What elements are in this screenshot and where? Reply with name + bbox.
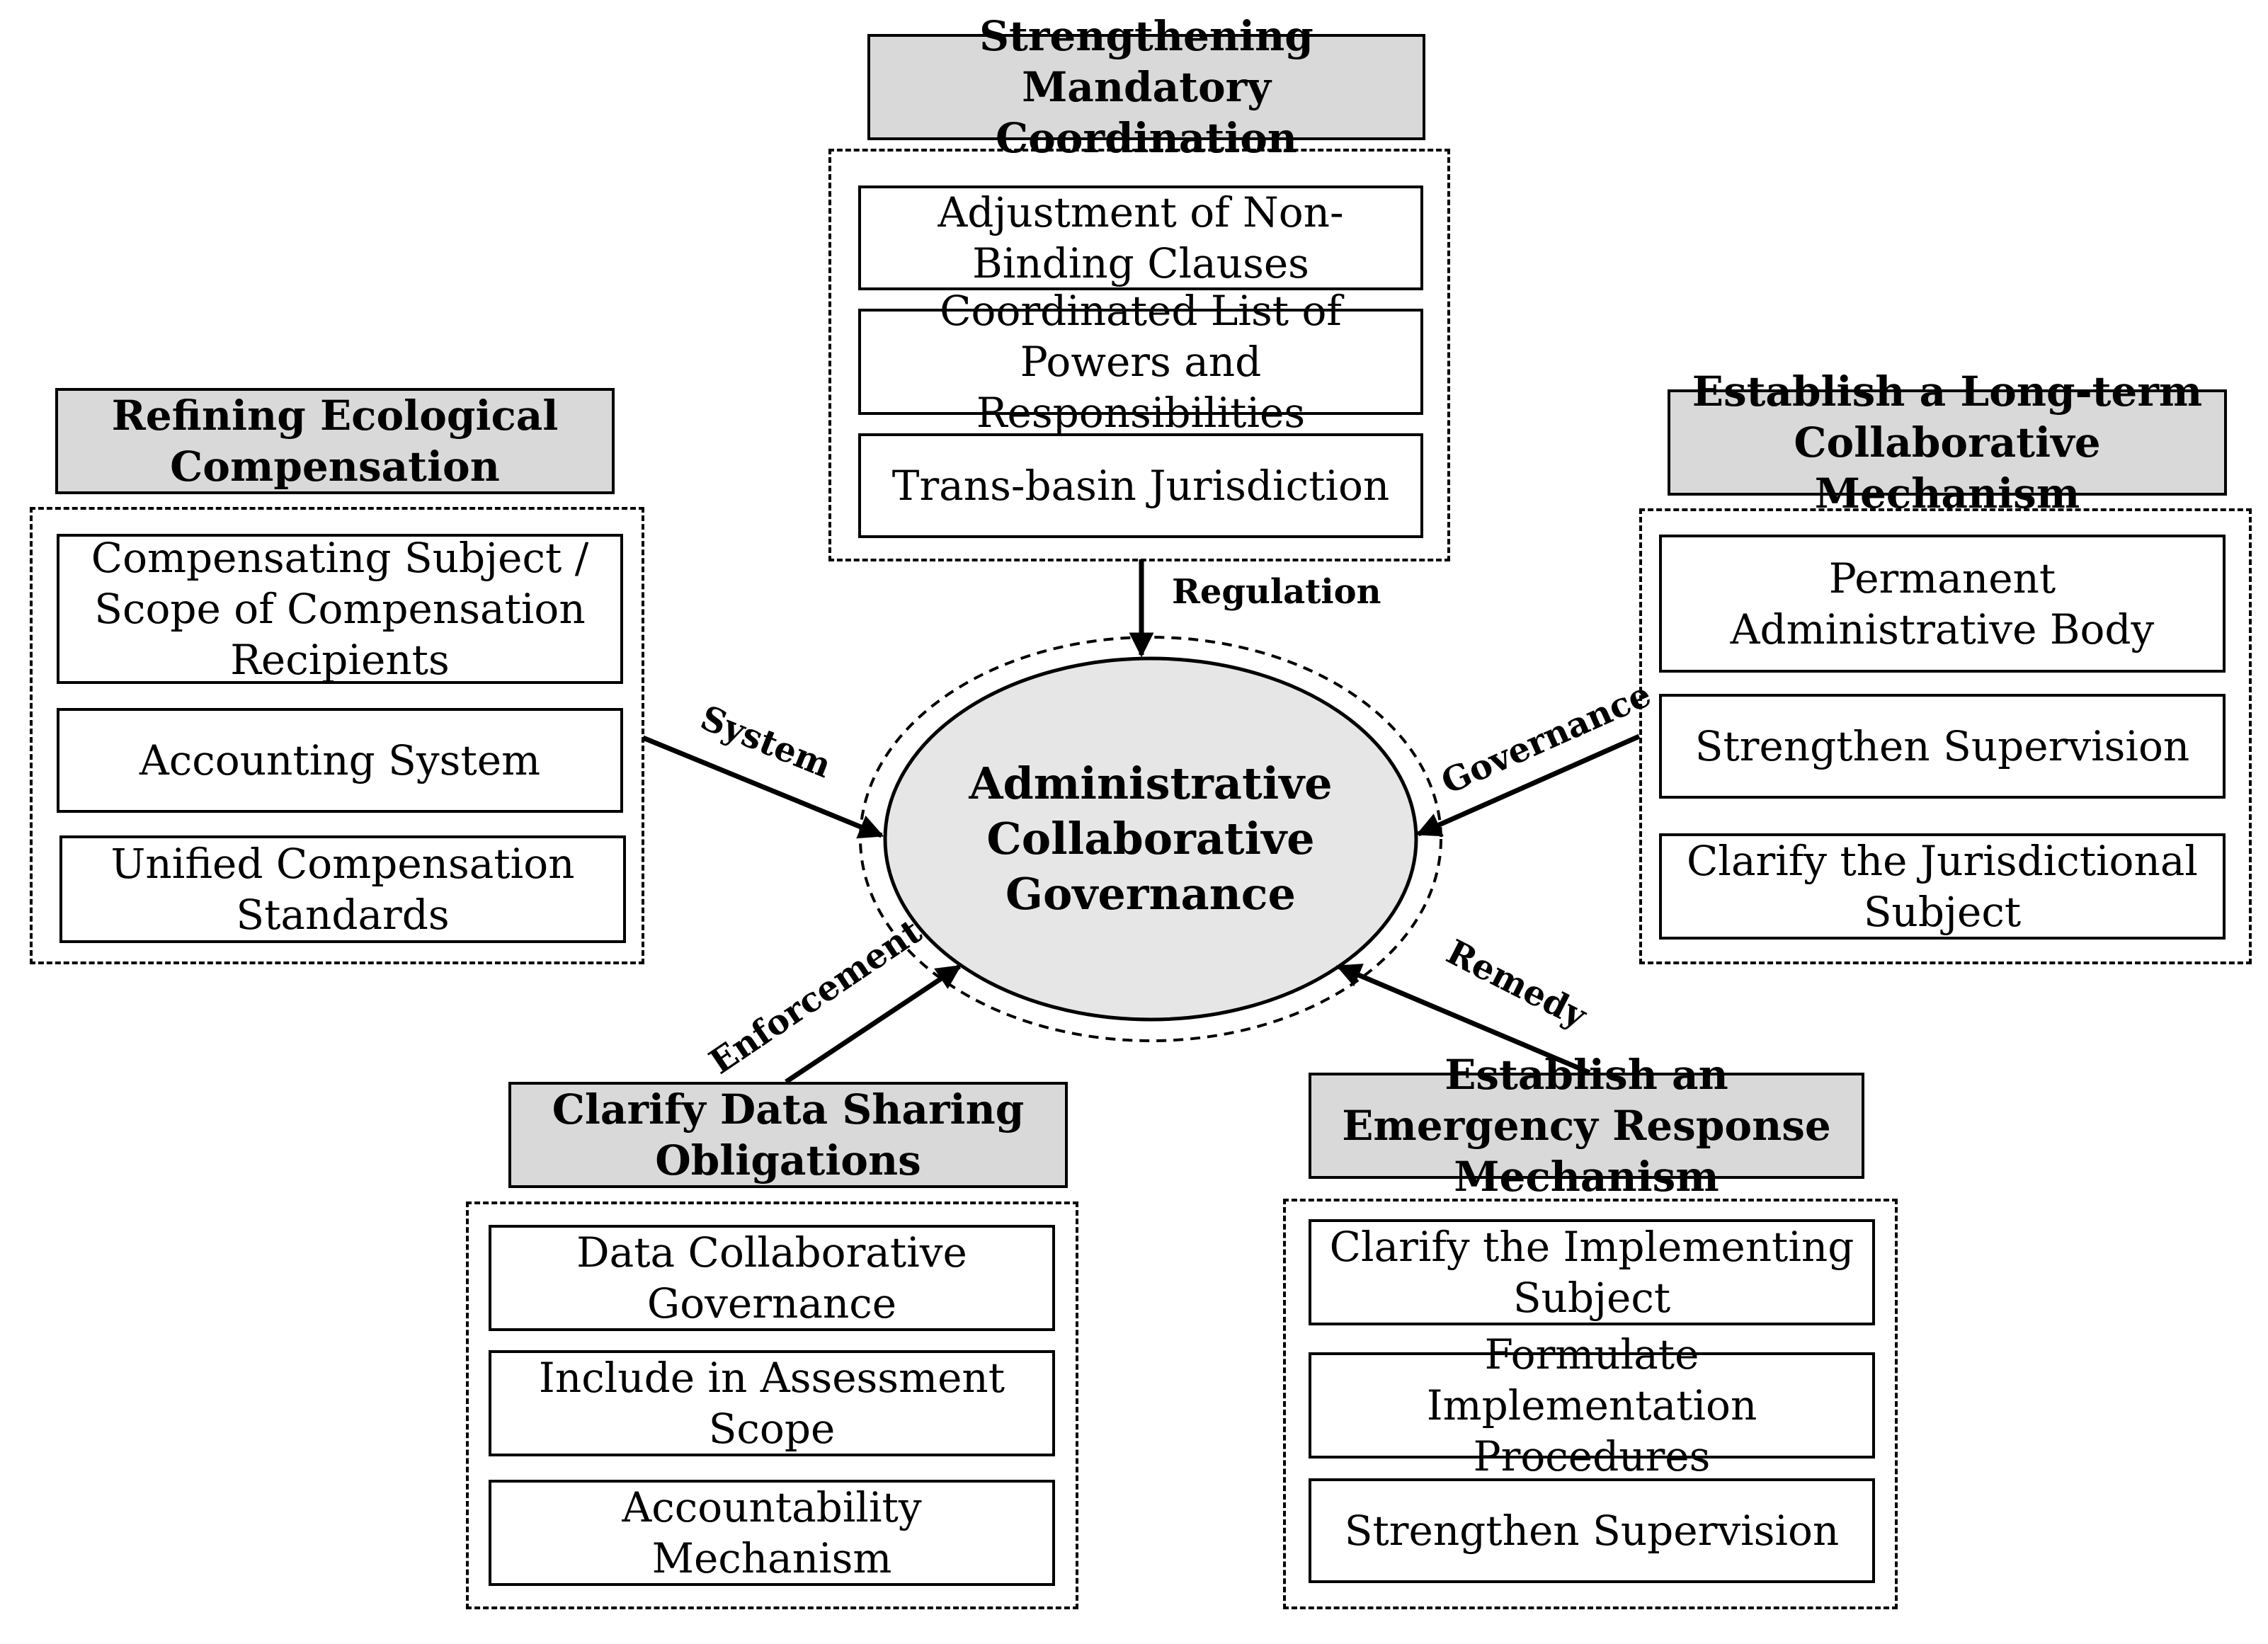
bottom-right-item-2: Formulate Implementation Procedures	[1309, 1330, 1875, 1480]
center-ellipse	[883, 656, 1418, 1022]
top-item-3: Trans-basin Jurisdiction	[858, 433, 1423, 538]
left-item-2: Accounting System	[57, 708, 623, 813]
bottom-right-group	[1283, 1199, 1898, 1609]
right-item-2: Strengthen Supervision	[1659, 694, 2226, 799]
bottom-right-group-title: Establish an Emergency Response Mechanis…	[1309, 1051, 1864, 1201]
bottom-right-item-3: Strengthen Supervision	[1309, 1478, 1875, 1583]
right-group-title: Establish a Long-term Collaborative Mech…	[1668, 367, 2227, 518]
right-item-3: Clarify the Jurisdictional Subject	[1659, 833, 2226, 940]
top-item-1: Adjustment of Non-Binding Clauses	[858, 185, 1423, 290]
center-outer-ring	[859, 636, 1442, 1042]
bottom-left-item-3: Accountability Mechanism	[489, 1480, 1055, 1586]
arrow-governance	[1415, 733, 1641, 837]
arrow-system	[642, 735, 884, 839]
top-item-2: Coordinated List of Powers and Responsib…	[858, 287, 1423, 437]
arrow-label-regulation: Regulation	[1172, 572, 1381, 612]
left-group	[30, 507, 644, 964]
left-item-3: Unified Compensation Standards	[59, 835, 626, 943]
right-item-1: Permanent Administrative Body	[1659, 535, 2226, 673]
right-group	[1639, 508, 2252, 964]
arrow-remedy	[1335, 964, 1591, 1075]
bottom-left-item-2: Include in Assessment Scope	[489, 1350, 1055, 1456]
top-group	[828, 149, 1450, 561]
bottom-left-item-1: Data Collaborative Governance	[489, 1225, 1055, 1331]
bottom-right-item-1: Clarify the Implementing Subject	[1309, 1219, 1875, 1325]
bottom-left-group-title: Clarify Data Sharing Obligations	[508, 1082, 1068, 1188]
center-line-2: Collaborative	[986, 813, 1315, 864]
left-group-title: Refining Ecological Compensation	[55, 388, 615, 494]
center-line-1: Administrative	[969, 758, 1333, 809]
center-line-3: Governance	[1005, 868, 1296, 920]
top-group-title: Strengthening Mandatory Coordination	[867, 12, 1425, 162]
center-label: Administrative Collaborative Governance	[938, 740, 1363, 938]
left-item-1: Compensating Subject / Scope of Compensa…	[57, 534, 623, 684]
arrow-enforcement	[785, 964, 962, 1084]
bottom-left-group	[466, 1201, 1078, 1609]
